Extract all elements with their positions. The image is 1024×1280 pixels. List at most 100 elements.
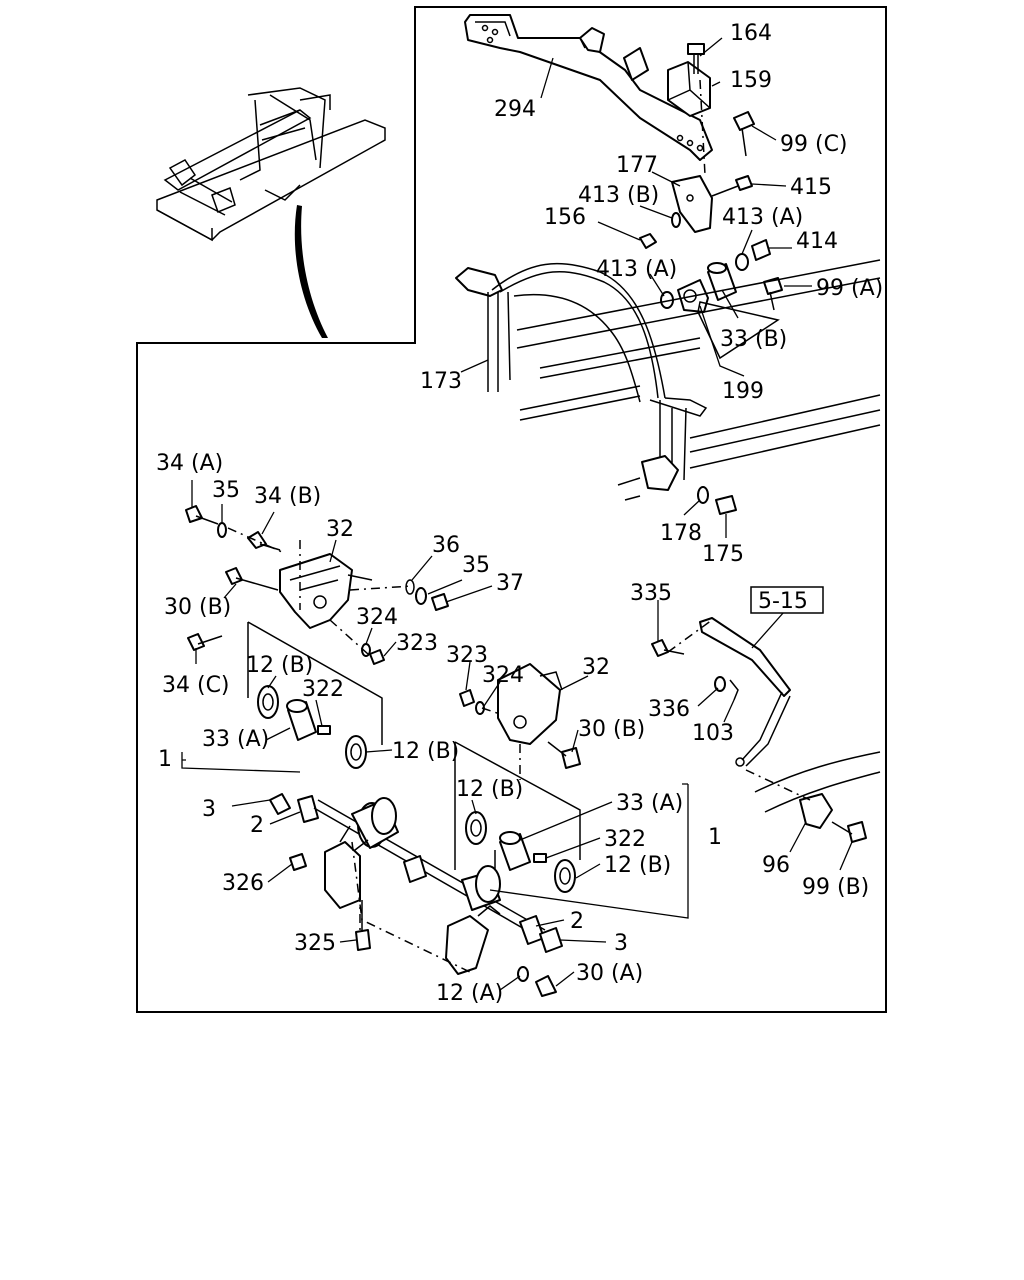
right-mount-bracket-outline bbox=[454, 741, 581, 870]
callout-33a-right: 33 (A) bbox=[616, 791, 683, 816]
center-bracket bbox=[324, 825, 501, 975]
callout-325: 325 bbox=[294, 931, 336, 956]
bracket-1-left-line bbox=[181, 752, 301, 773]
nut-323-left-icon bbox=[369, 649, 385, 665]
callout-178: 178 bbox=[660, 521, 702, 546]
callout-159: 159 bbox=[730, 68, 772, 93]
bolt-34b-icon bbox=[247, 531, 281, 551]
dash-line-left-bracket bbox=[227, 527, 413, 655]
callout-322-left: 322 bbox=[302, 677, 344, 702]
callout-177: 177 bbox=[616, 153, 658, 178]
bolt-34c-icon bbox=[187, 633, 223, 651]
reference-box-label: 5-15 bbox=[758, 589, 808, 614]
callout-413a-left: 413 (A) bbox=[596, 257, 677, 282]
bushing-414-icon bbox=[751, 239, 771, 261]
callout-99b: 99 (B) bbox=[802, 875, 869, 900]
washer-12a-icon bbox=[517, 966, 529, 982]
callout-322-right: 322 bbox=[604, 827, 646, 852]
callout-34c: 34 (C) bbox=[162, 673, 230, 698]
callout-323-mid: 323 bbox=[446, 643, 488, 668]
callout-33b: 33 (B) bbox=[720, 327, 787, 352]
callout-96: 96 bbox=[762, 853, 790, 878]
washer-413a-right-icon bbox=[735, 253, 749, 271]
callout-294: 294 bbox=[494, 97, 536, 122]
callout-173: 173 bbox=[420, 369, 462, 394]
callout-35-left: 35 bbox=[212, 478, 240, 503]
callout-2-right: 2 bbox=[570, 909, 584, 934]
callout-413a-right: 413 (A) bbox=[722, 205, 803, 230]
bolt-99a-icon bbox=[763, 277, 783, 311]
bolt-34a-icon bbox=[185, 505, 219, 525]
cushion-12b-2-icon bbox=[345, 735, 367, 769]
callout-12b-1: 12 (B) bbox=[246, 653, 313, 678]
spacer-322-left-icon bbox=[317, 725, 331, 735]
callout-414: 414 bbox=[796, 229, 838, 254]
callout-175: 175 bbox=[702, 542, 744, 567]
callout-12b-4: 12 (B) bbox=[604, 853, 671, 878]
callout-3-left: 3 bbox=[202, 797, 216, 822]
callout-1-left: 1 bbox=[158, 747, 172, 772]
callout-35-right: 35 bbox=[462, 553, 490, 578]
dash-line-linkage bbox=[667, 619, 811, 801]
washer-336-icon bbox=[714, 676, 726, 692]
chassis-overview-sketch bbox=[156, 87, 386, 242]
callout-30b-left: 30 (B) bbox=[164, 595, 231, 620]
bolt-415-icon bbox=[711, 175, 753, 197]
callout-30b-mid: 30 (B) bbox=[578, 717, 645, 742]
washer-413b-icon bbox=[671, 212, 681, 228]
shaft-assembly bbox=[269, 793, 563, 953]
linkage-rod bbox=[699, 617, 833, 829]
washer-178-icon bbox=[697, 486, 709, 504]
callout-32-left: 32 bbox=[326, 517, 354, 542]
cushion-33a-right-icon bbox=[499, 831, 531, 871]
callout-415: 415 bbox=[790, 175, 832, 200]
callout-34a: 34 (A) bbox=[156, 451, 223, 476]
callout-37: 37 bbox=[496, 571, 524, 596]
callout-34b: 34 (B) bbox=[254, 484, 321, 509]
mount-block-159 bbox=[667, 61, 711, 117]
hanger-frame-173 bbox=[455, 262, 708, 491]
callout-36: 36 bbox=[432, 533, 460, 558]
bracket-32-right bbox=[497, 663, 563, 745]
bolt-30b-mid-icon bbox=[547, 741, 581, 769]
bolt-164-icon bbox=[687, 43, 705, 74]
callout-99c: 99 (C) bbox=[780, 132, 848, 157]
callout-3-right: 3 bbox=[614, 931, 628, 956]
frame-rail-lines bbox=[516, 259, 881, 501]
nut-37-icon bbox=[431, 593, 449, 611]
callout-413b-top: 413 (B) bbox=[578, 183, 659, 208]
callout-12a: 12 (A) bbox=[436, 981, 503, 1006]
nut-156-icon bbox=[639, 233, 657, 249]
cushion-12b-4-icon bbox=[554, 859, 576, 893]
left-mount-bracket-outline bbox=[247, 621, 383, 745]
cushion-12b-3-icon bbox=[465, 811, 487, 845]
bushing-33b-icon bbox=[707, 262, 737, 301]
callout-1-right: 1 bbox=[708, 825, 722, 850]
callout-324-mid: 324 bbox=[482, 663, 524, 688]
cushion-12b-1-icon bbox=[257, 685, 279, 719]
callout-99a: 99 (A) bbox=[816, 276, 883, 301]
frame-rail-lower-right bbox=[754, 751, 881, 813]
callout-335: 335 bbox=[630, 581, 672, 606]
bracket-1-right-line bbox=[489, 783, 689, 919]
callout-32-mid: 32 bbox=[582, 655, 610, 680]
callout-199: 199 bbox=[722, 379, 764, 404]
callout-33a-left: 33 (A) bbox=[202, 727, 269, 752]
dash-line-upper bbox=[699, 79, 706, 176]
leader-lines bbox=[191, 37, 853, 991]
callout-336: 336 bbox=[648, 697, 690, 722]
bolt-325-icon bbox=[355, 900, 371, 951]
callout-103: 103 bbox=[692, 721, 734, 746]
reference-box bbox=[750, 586, 824, 614]
bolt-99c-icon bbox=[733, 111, 755, 157]
washer-35-right-icon bbox=[415, 587, 427, 605]
bolt-30b-left-icon bbox=[225, 567, 279, 591]
nut-323-mid-icon bbox=[459, 689, 475, 707]
callout-323-left: 323 bbox=[396, 631, 438, 656]
nut-326-icon bbox=[289, 853, 307, 871]
dash-line-mid-bracket bbox=[481, 707, 521, 780]
bracket-33b-outline bbox=[697, 301, 780, 360]
callout-326: 326 bbox=[222, 871, 264, 896]
locator-pointer bbox=[294, 205, 328, 338]
